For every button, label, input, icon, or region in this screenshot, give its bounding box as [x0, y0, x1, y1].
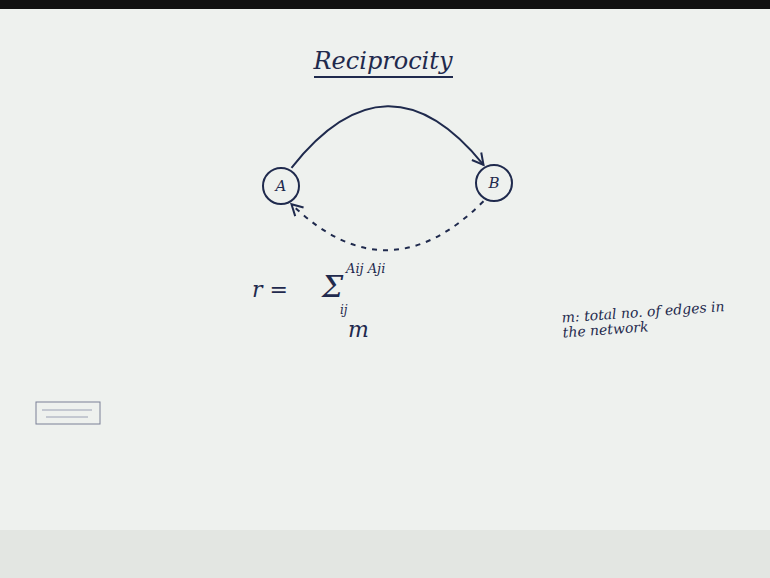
node-circle: B: [475, 164, 513, 202]
title: Reciprocity: [314, 48, 453, 78]
arrow-head: [472, 152, 484, 164]
node-label: A: [276, 177, 287, 195]
formula-text: m: [348, 318, 369, 342]
reciprocal-edge: [292, 201, 484, 250]
stamp-line: [46, 417, 88, 418]
arrow-head: [292, 204, 304, 216]
edge-line: [292, 201, 484, 250]
board-bottom-shade: [0, 530, 770, 578]
formula-text: Σ: [322, 270, 343, 303]
formula-text: Aij Aji: [346, 262, 385, 276]
node-label: B: [488, 174, 499, 192]
formula-text: ij: [340, 304, 348, 317]
directed-edge: [292, 106, 484, 168]
stamp-line: [42, 410, 92, 411]
stamp-box: [36, 402, 100, 424]
formula-text: r =: [252, 278, 288, 302]
top-strip: [0, 0, 770, 9]
node-circle: A: [262, 167, 300, 205]
edge-line: [292, 106, 484, 168]
